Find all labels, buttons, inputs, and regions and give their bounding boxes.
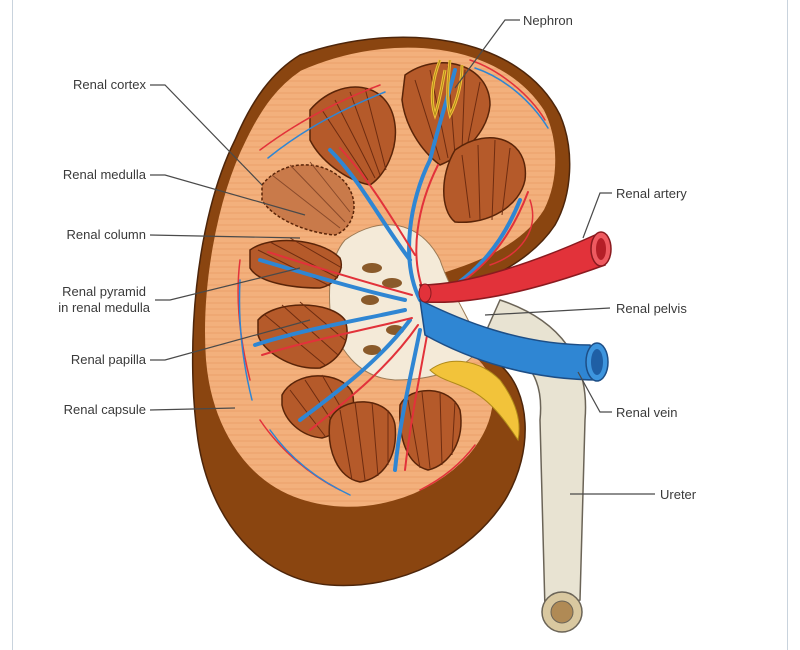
renal-artery-shape: [418, 231, 612, 304]
pyramid-upper-left: [261, 161, 355, 236]
label-renal-pelvis: Renal pelvis: [616, 301, 687, 316]
label-renal-pyramid-line2: in renal medulla: [58, 300, 151, 315]
pyramid-lower-left: [257, 301, 348, 369]
diagram-frame: [12, 0, 788, 650]
hilum-fat: [429, 360, 520, 442]
pyramid-top-right: [443, 137, 527, 223]
vessel-branches: [237, 59, 549, 496]
renal-vein-shape: [419, 298, 609, 382]
renal-pyramids: [249, 62, 527, 483]
label-ureter: Ureter: [660, 487, 697, 502]
label-renal-medulla: Renal medulla: [63, 167, 147, 182]
calyces: [361, 263, 404, 355]
label-renal-capsule: Renal capsule: [64, 402, 146, 417]
label-nephron: Nephron: [523, 13, 573, 28]
pyramid-top-left: [309, 86, 397, 186]
label-renal-column: Renal column: [67, 227, 147, 242]
leader-lines: [149, 19, 655, 495]
label-renal-artery: Renal artery: [616, 186, 687, 201]
pyramid-bottom-right: [399, 389, 462, 471]
label-renal-papilla: Renal papilla: [71, 352, 147, 367]
pyramid-bottom: [328, 401, 397, 483]
label-renal-vein: Renal vein: [616, 405, 677, 420]
label-renal-cortex: Renal cortex: [73, 77, 146, 92]
label-renal-pyramid-line1: Renal pyramid: [62, 284, 146, 299]
